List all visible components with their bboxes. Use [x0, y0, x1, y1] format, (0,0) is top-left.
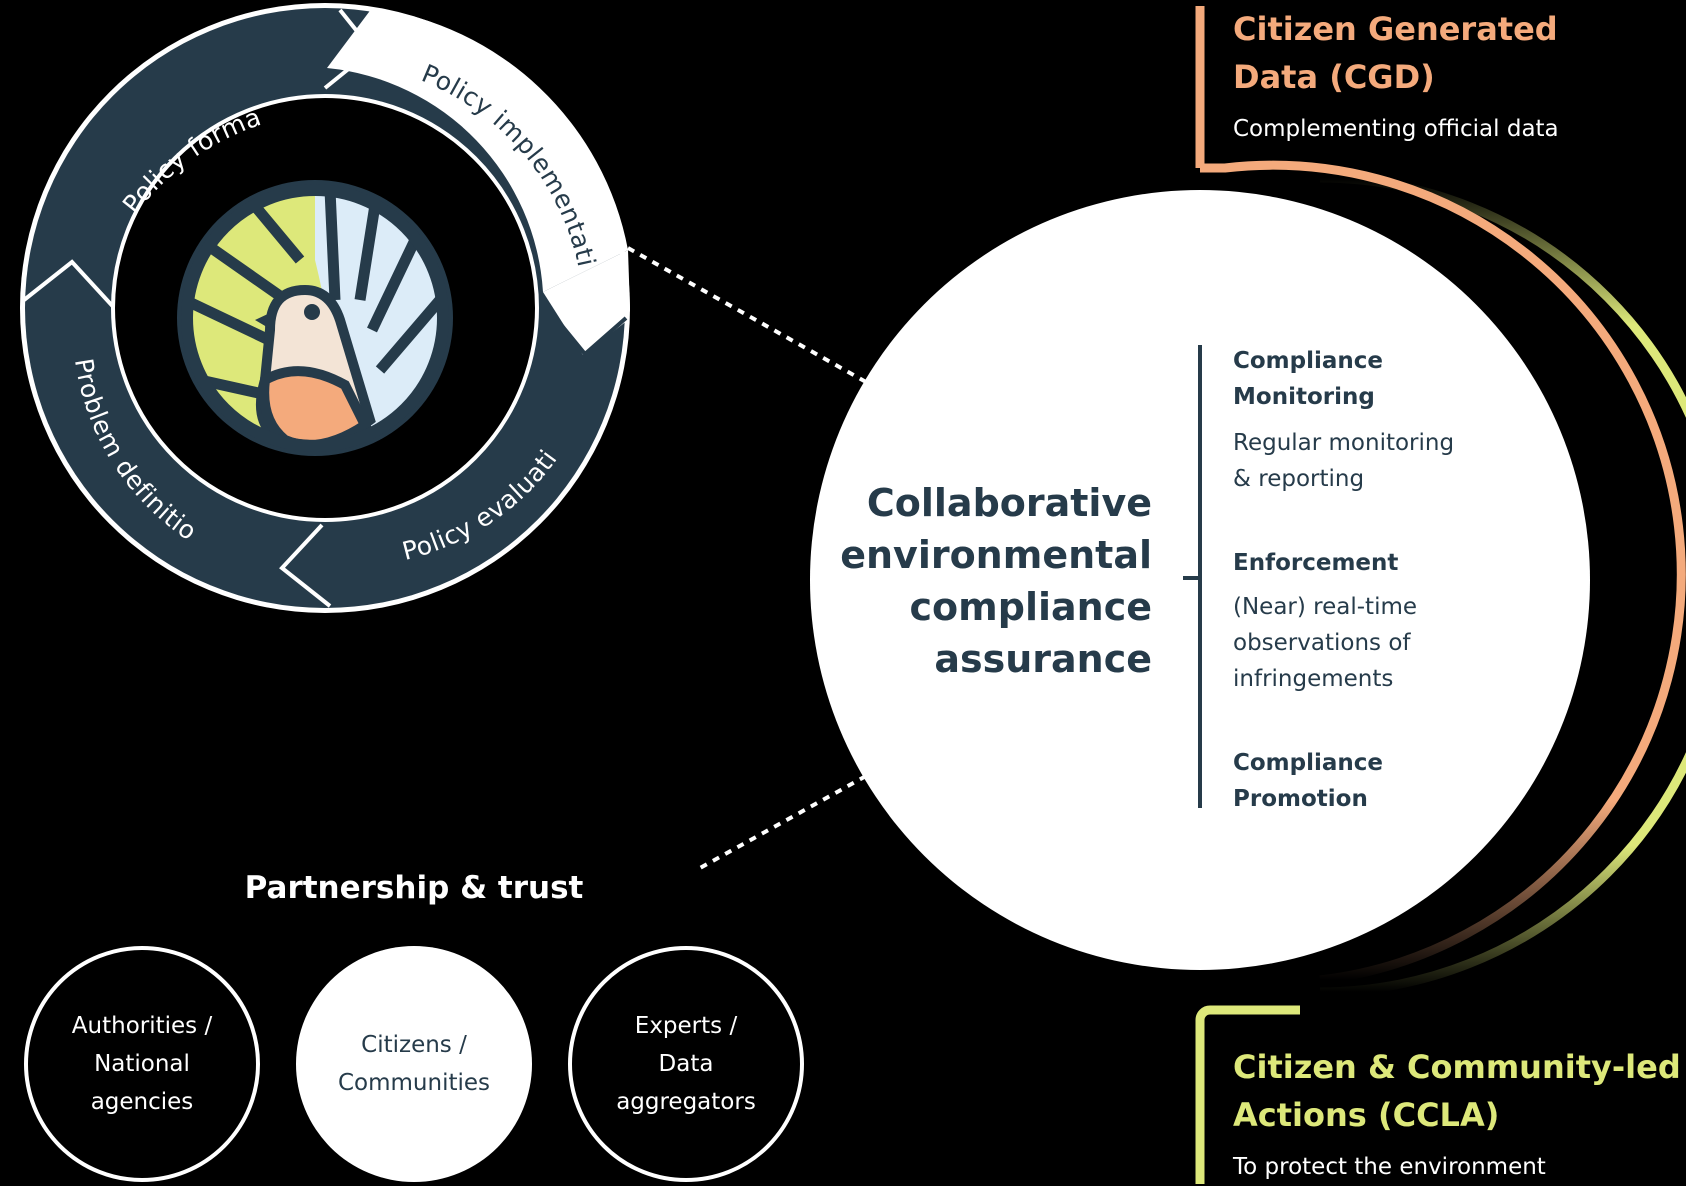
node-experts-line2: Data [659, 1051, 714, 1077]
item-compliance-monitoring: Compliance Monitoring Regular monitoring… [1233, 348, 1454, 492]
policy-implementation-segment [327, 8, 628, 292]
connector-lines [627, 246, 867, 870]
node-experts-line1: Experts / [635, 1013, 738, 1039]
node-authorities: Authorities / National agencies [24, 946, 260, 1182]
item3-heading-line2: Promotion [1233, 786, 1368, 812]
partnership-title: Partnership & trust [245, 870, 584, 906]
bird-logo-icon [177, 180, 453, 456]
item1-text-line2: & reporting [1233, 466, 1364, 492]
ccla-subtitle: To protect the environment [1232, 1154, 1546, 1180]
center-title-line3: compliance [910, 585, 1152, 629]
item2-text-line1: (Near) real-time [1233, 594, 1417, 620]
node-authorities-line1: Authorities / [72, 1013, 213, 1039]
node-citizens-line2: Communities [338, 1070, 490, 1096]
ccla-label-group: Citizen & Community-led Actions (CCLA) T… [1232, 1048, 1681, 1180]
cgd-label-group: Citizen Generated Data (CGD) Complementi… [1233, 10, 1559, 142]
item-enforcement: Enforcement (Near) real-time observation… [1233, 550, 1417, 692]
item2-heading-line1: Enforcement [1233, 550, 1398, 576]
policy-implementation-arrow [543, 250, 630, 355]
item1-text-line1: Regular monitoring [1233, 430, 1454, 456]
segment-separator-left [22, 259, 120, 314]
compliance-circle: Collaborative environmental compliance a… [810, 190, 1590, 970]
item1-heading-line2: Monitoring [1233, 384, 1375, 410]
ccla-title-line1: Citizen & Community-led [1233, 1048, 1681, 1086]
cgd-subtitle: Complementing official data [1233, 116, 1559, 142]
cgd-ccla-arcs [1195, 6, 1686, 1184]
partnership-section: Partnership & trust Authorities / Nation… [24, 870, 804, 1182]
segment-separator-top [323, 8, 375, 90]
connector-upper [627, 246, 867, 384]
node-experts-line3: aggregators [616, 1089, 756, 1115]
cgd-title-line2: Data (CGD) [1233, 58, 1435, 96]
item-compliance-promotion: Compliance Promotion [1233, 750, 1383, 812]
item3-heading-line1: Compliance [1233, 750, 1383, 776]
item1-heading-line1: Compliance [1233, 348, 1383, 374]
ccla-bar [1195, 1005, 1300, 1184]
cgd-title-line1: Citizen Generated [1233, 10, 1558, 48]
node-authorities-line3: agencies [91, 1089, 194, 1115]
center-title-line2: environmental [840, 533, 1152, 577]
node-authorities-line2: National [94, 1051, 190, 1077]
center-bracket [1183, 345, 1202, 808]
ccla-title-line2: Actions (CCLA) [1233, 1096, 1499, 1134]
ccla-arc [1319, 173, 1686, 997]
policy-cycle: Policy formation Policy implementation P… [0, 0, 630, 613]
node-citizens: Citizens / Communities [296, 946, 532, 1182]
cgd-arc [1200, 160, 1686, 985]
item2-text-line2: observations of [1233, 630, 1411, 656]
segment-separator-bottom [279, 523, 332, 608]
item2-text-line3: infringements [1233, 666, 1393, 692]
node-experts: Experts / Data aggregators [568, 946, 804, 1182]
connector-lower [699, 774, 867, 870]
center-title: Collaborative environmental compliance a… [840, 481, 1152, 681]
center-title-line1: Collaborative [867, 481, 1152, 525]
segment-separator-right [543, 303, 628, 357]
node-citizens-line1: Citizens / [361, 1032, 467, 1058]
center-title-line4: assurance [934, 637, 1152, 681]
